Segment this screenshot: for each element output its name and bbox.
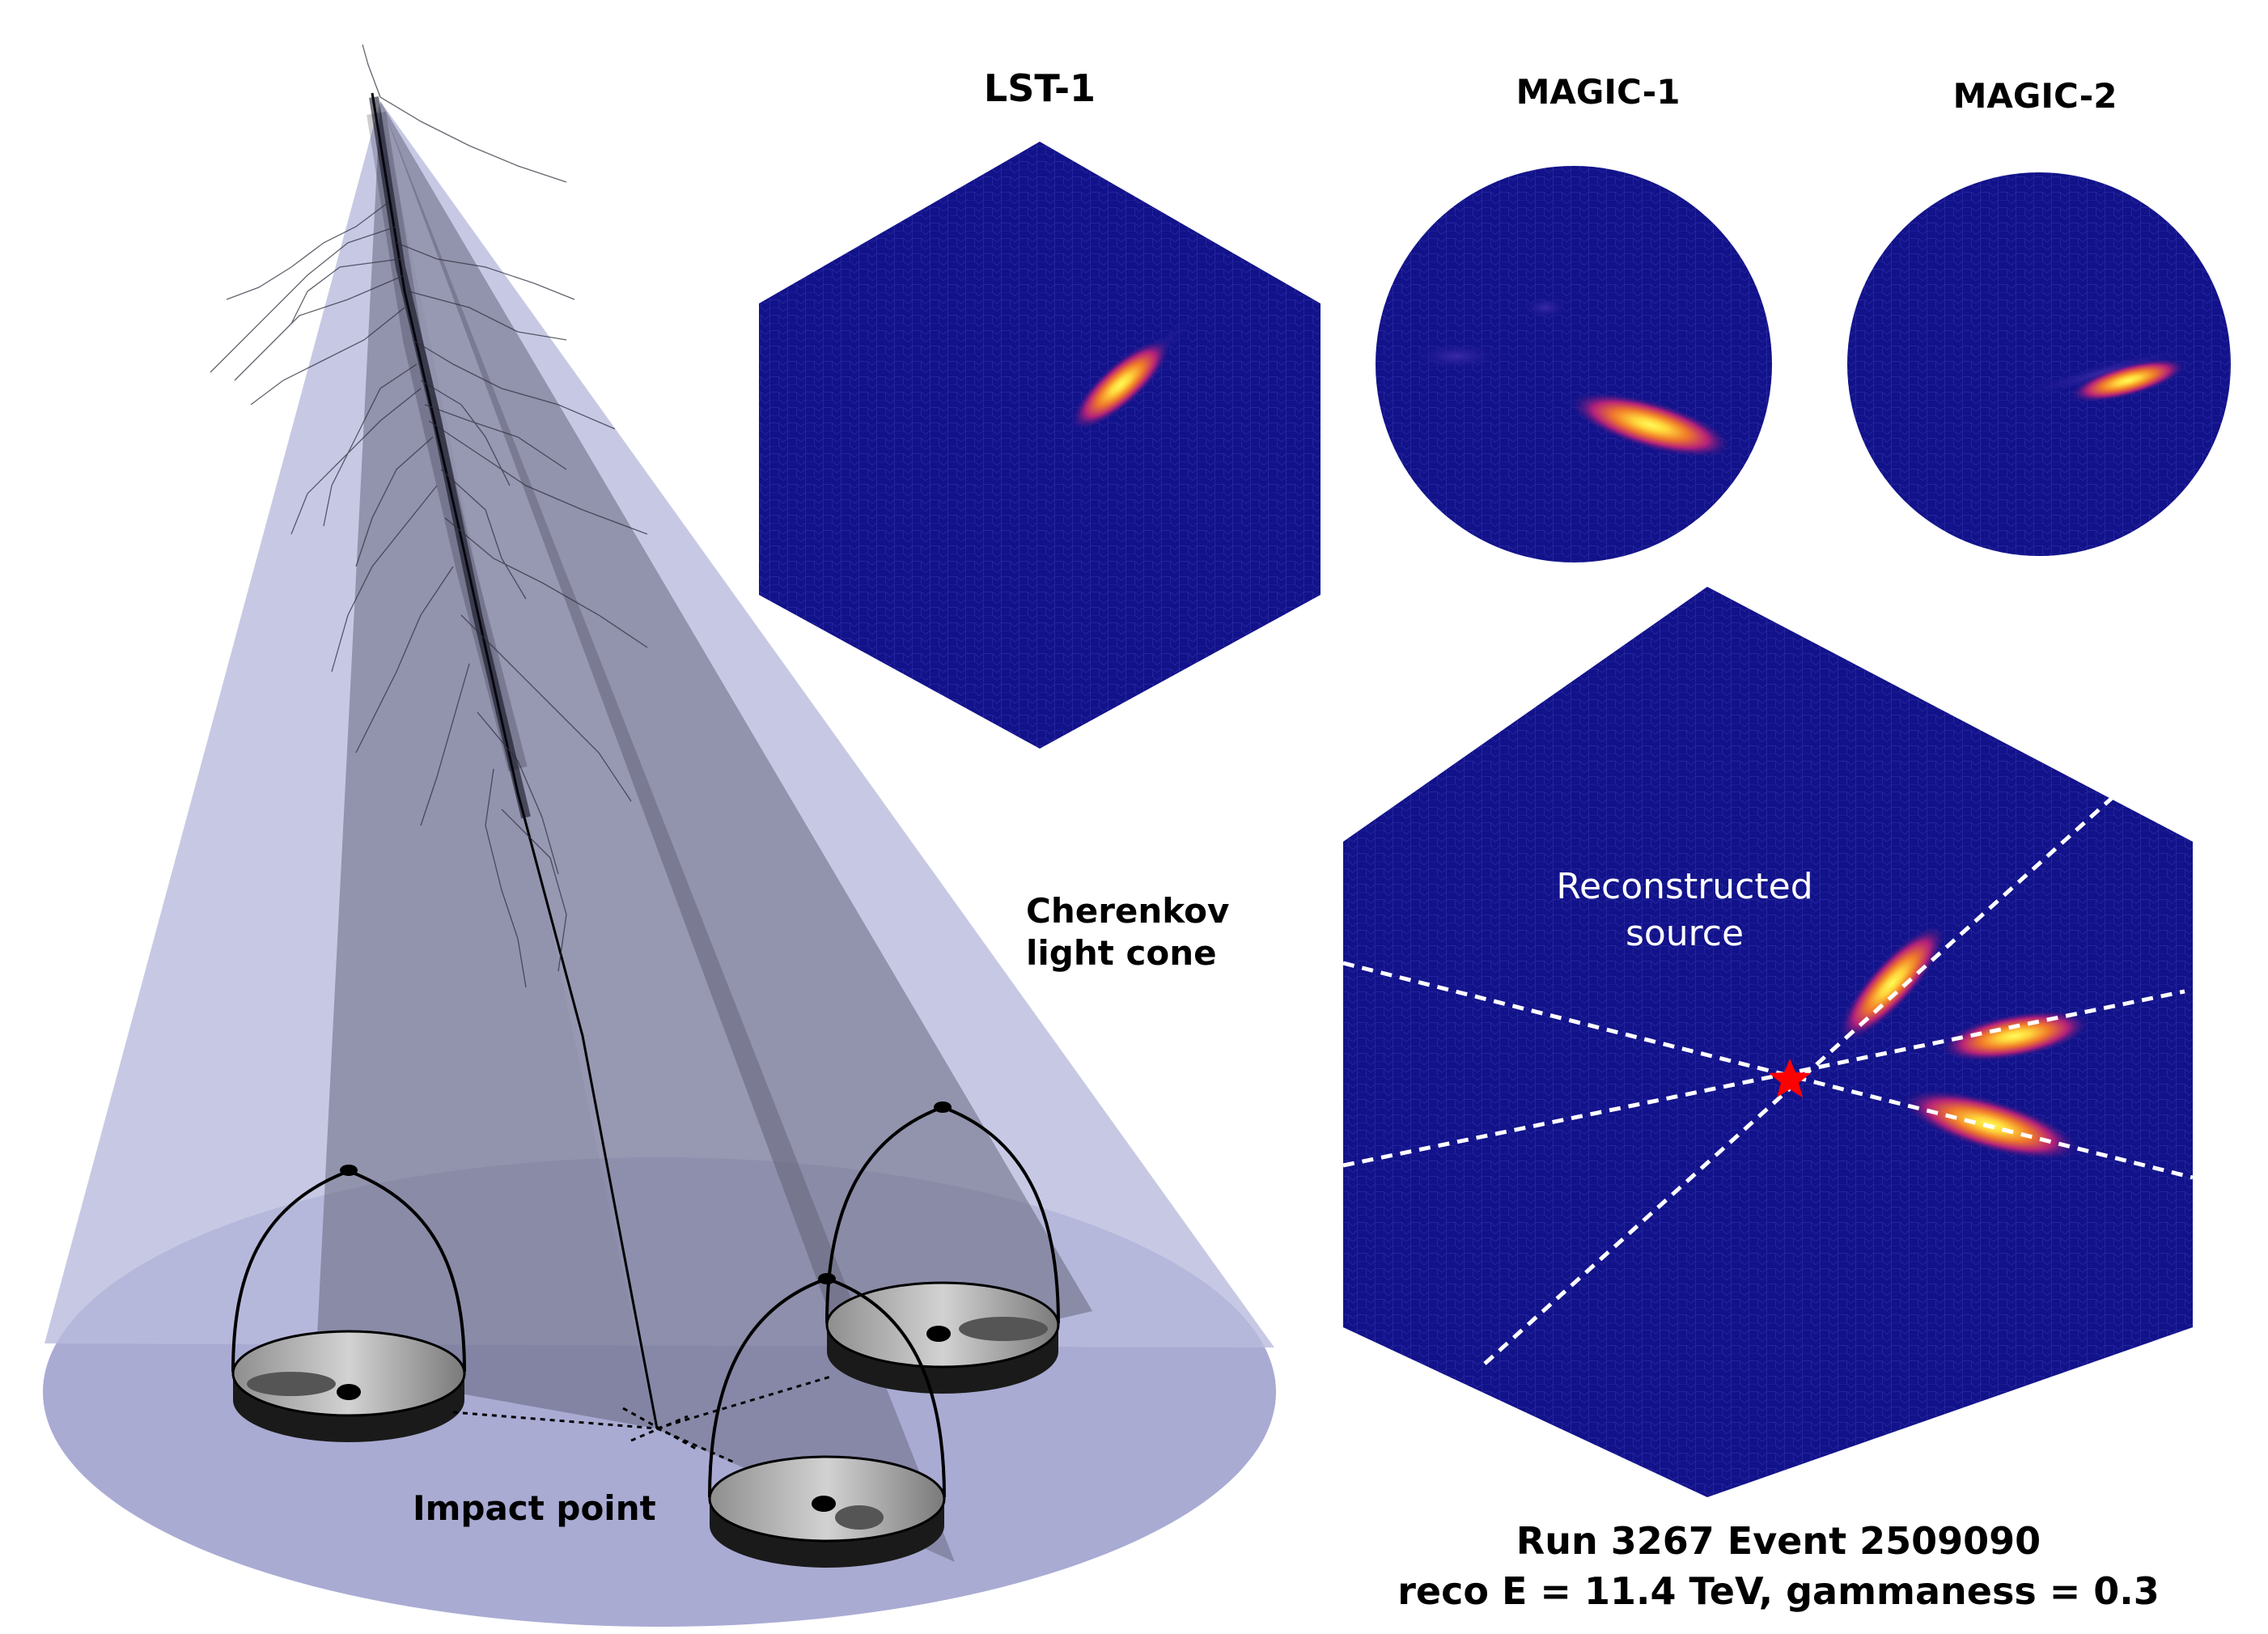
particle-tracks xyxy=(210,44,648,988)
impact-point-label: Impact point xyxy=(413,1488,656,1528)
reconstructed-source-marker xyxy=(1769,1059,1811,1097)
source-label-line2: source xyxy=(1626,913,1744,954)
stereo-camera: Reconstructed source xyxy=(1342,587,2194,1497)
impact-lines xyxy=(452,1374,834,1465)
light-cone-telescope-right xyxy=(380,101,1092,1368)
source-label-line1: Reconstructed xyxy=(1556,866,1812,907)
telescope-front xyxy=(708,1273,946,1568)
lst1-camera xyxy=(759,142,1321,749)
light-cone-telescope-front xyxy=(380,101,955,1562)
air-shower-illustration xyxy=(43,44,1276,1627)
run-info: Run 3267 Event 2509090 xyxy=(1516,1519,2041,1563)
telescope-right xyxy=(825,1101,1060,1394)
telescope-left xyxy=(231,1165,466,1442)
magic1-title: MAGIC-1 xyxy=(1516,72,1681,112)
magic2-camera xyxy=(1847,172,2231,556)
light-cone-telescope-left xyxy=(316,101,655,1428)
reco-info: reco E = 11.4 TeV, gammaness = 0.3 xyxy=(1397,1569,2160,1613)
cherenkov-label-line1: Cherenkov xyxy=(1026,891,1229,931)
magic1-camera xyxy=(1376,166,1772,562)
image-axes xyxy=(1342,767,2194,1365)
magic2-title: MAGIC-2 xyxy=(1953,76,2118,116)
lst1-title: LST-1 xyxy=(984,66,1096,110)
cherenkov-label-line2: light cone xyxy=(1026,933,1217,973)
